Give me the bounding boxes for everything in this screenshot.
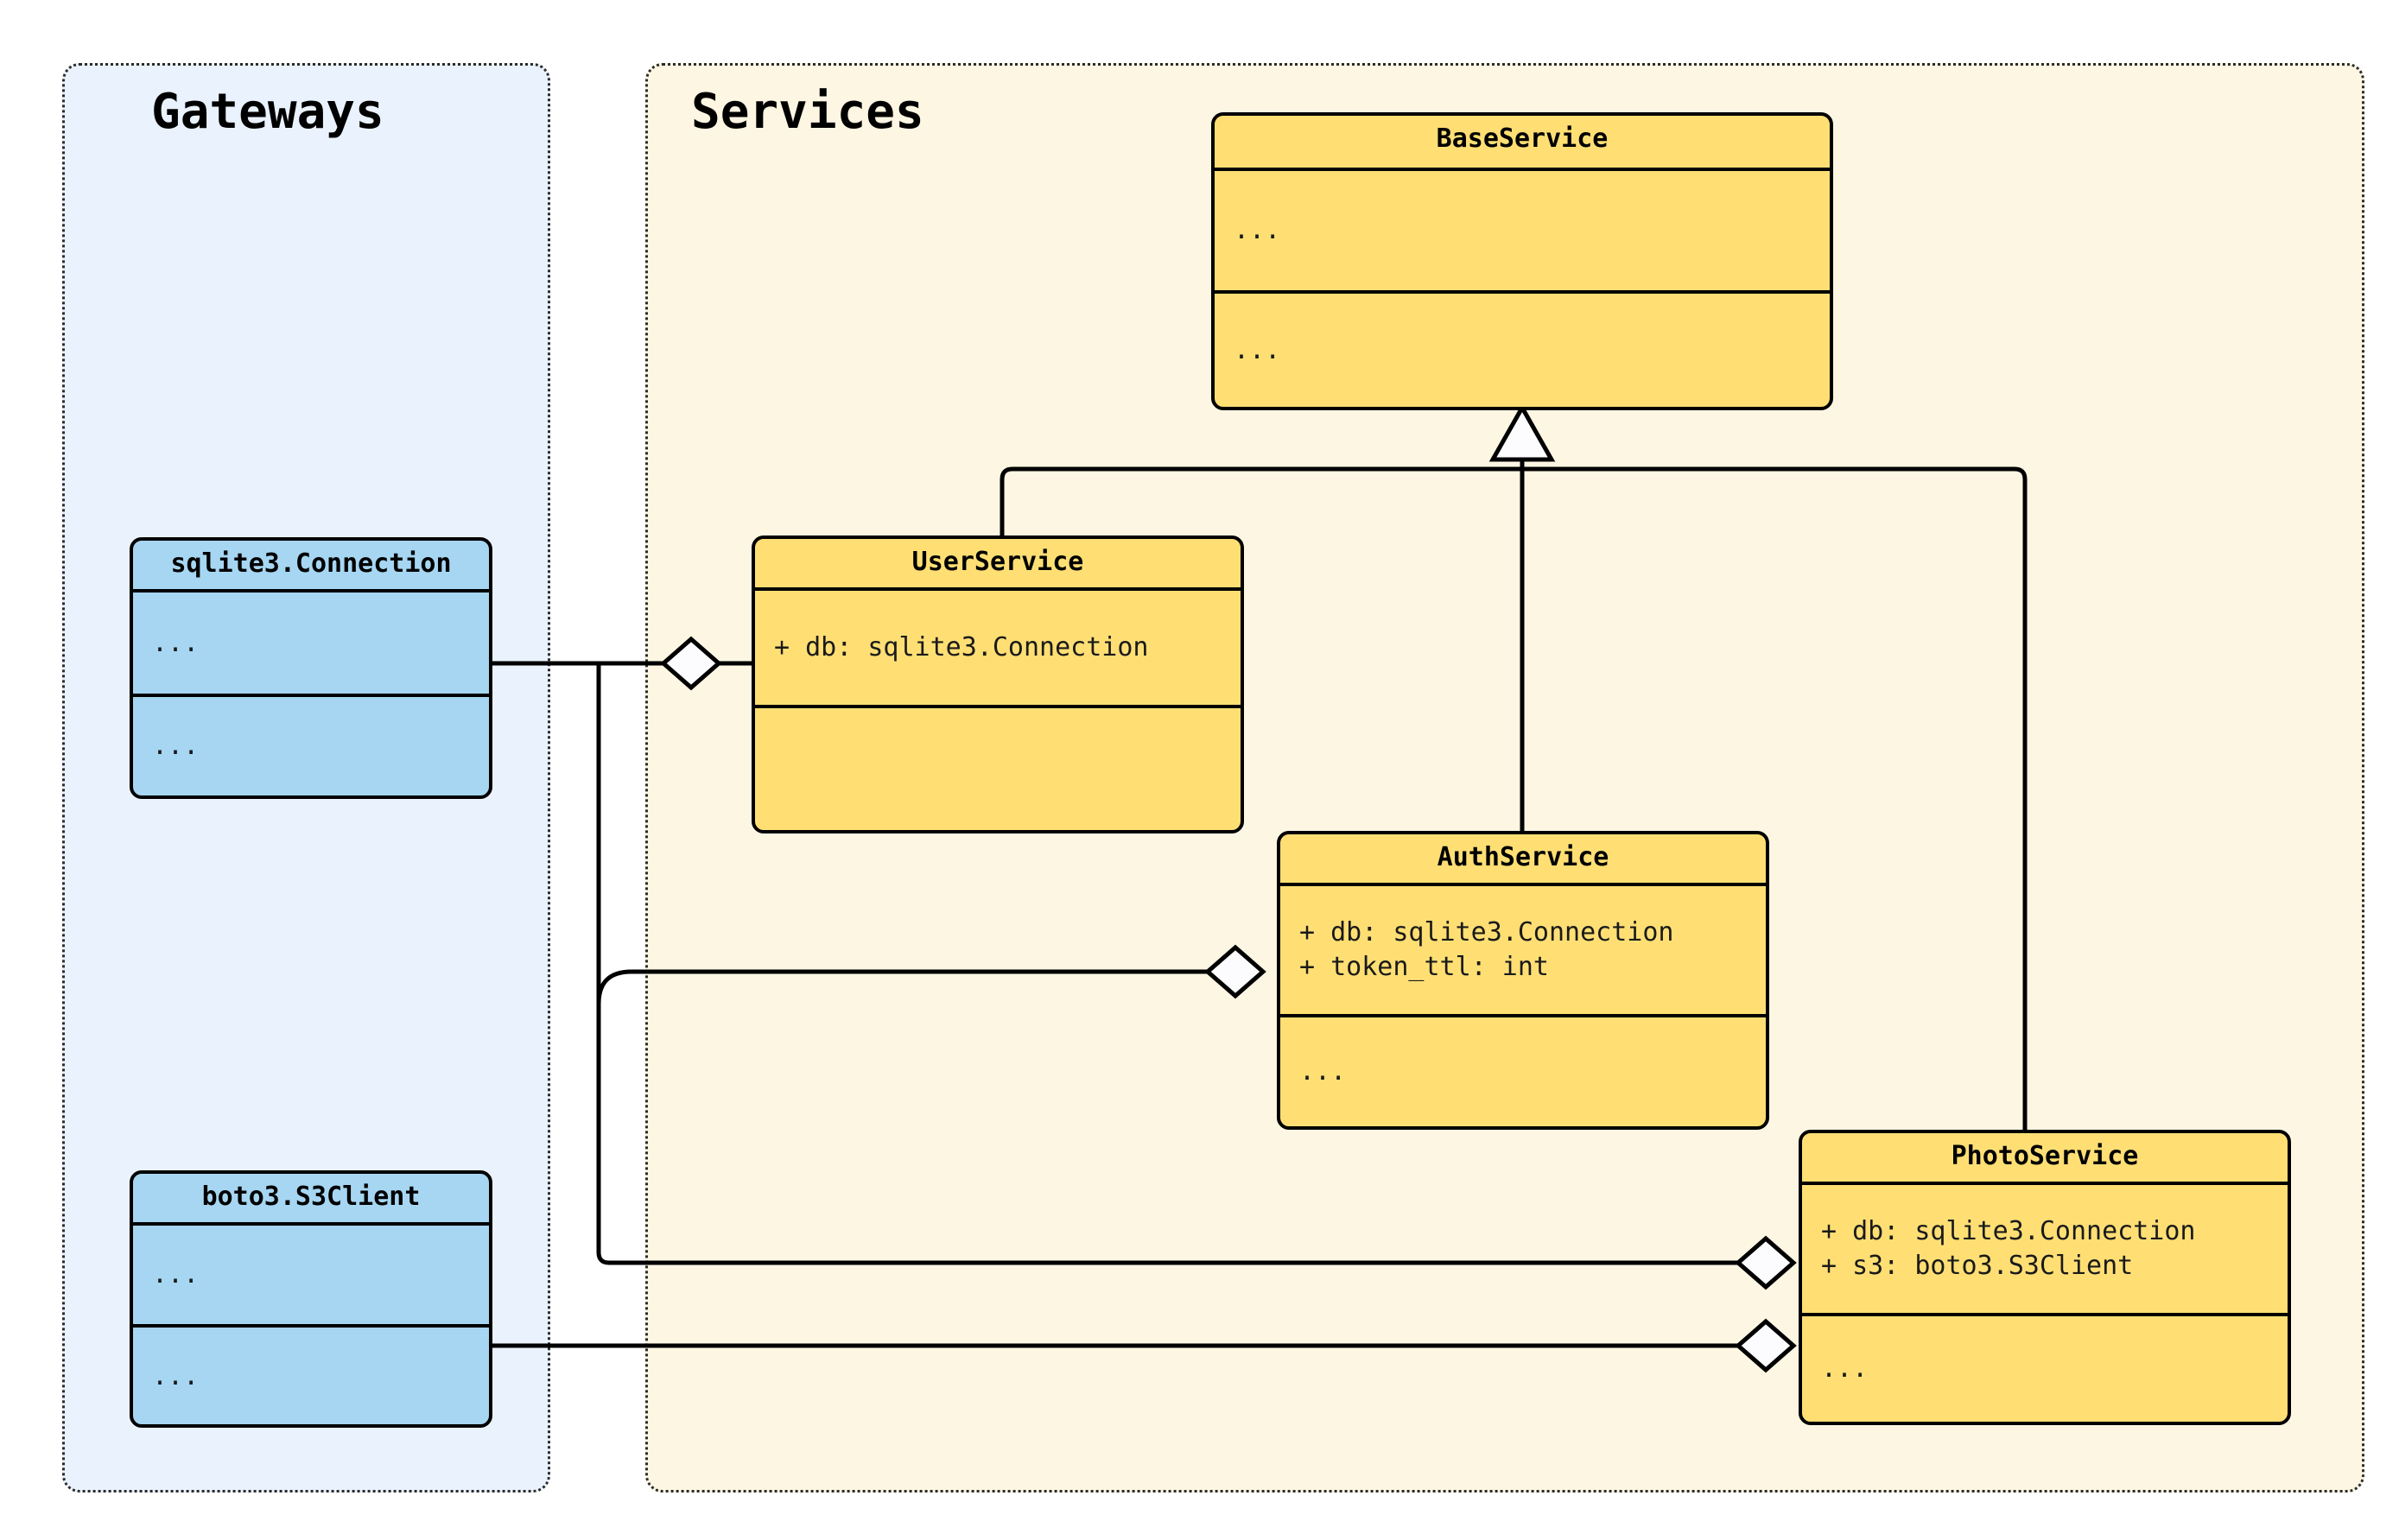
- attribute-row: + token_ttl: int: [1299, 952, 1549, 982]
- method-list: ...: [1215, 294, 1830, 407]
- method-row: ...: [1299, 1056, 1347, 1087]
- attributes-compartment: + db: sqlite3.Connection + s3: boto3.S3C…: [1802, 1182, 2288, 1313]
- method-list: [755, 708, 1241, 830]
- class-box-user-service[interactable]: UserService + db: sqlite3.Connection: [752, 536, 1244, 833]
- class-name-user-service: UserService: [911, 547, 1084, 577]
- attribute-list: + db: sqlite3.Connection + token_ttl: in…: [1280, 886, 1766, 1014]
- method-list: ...: [1280, 1017, 1766, 1126]
- method-list: ...: [133, 697, 489, 795]
- attribute-row: + db: sqlite3.Connection: [774, 632, 1149, 663]
- class-box-auth-service[interactable]: AuthService + db: sqlite3.Connection + t…: [1277, 831, 1769, 1130]
- cluster-services-title: Services: [691, 84, 924, 140]
- class-name-auth-service: AuthService: [1437, 842, 1609, 872]
- attribute-row: ...: [1234, 215, 1281, 246]
- attributes-compartment: ...: [133, 1222, 489, 1324]
- attribute-row: ...: [152, 1259, 200, 1290]
- attribute-list: ...: [133, 593, 489, 694]
- attribute-list: ...: [133, 1226, 489, 1324]
- class-name-photo-service: PhotoService: [1951, 1141, 2139, 1171]
- method-row: ...: [1821, 1353, 1869, 1385]
- class-name-compartment: PhotoService: [1802, 1133, 2288, 1182]
- method-row: ...: [1234, 334, 1281, 365]
- attributes-compartment: + db: sqlite3.Connection + token_ttl: in…: [1280, 883, 1766, 1014]
- attribute-row: + s3: boto3.S3Client: [1821, 1251, 2134, 1281]
- methods-compartment: [755, 705, 1241, 830]
- class-name-compartment: AuthService: [1280, 834, 1766, 883]
- attribute-row: + db: sqlite3.Connection: [1821, 1216, 2196, 1247]
- method-row: ...: [152, 1361, 200, 1392]
- class-name-compartment: sqlite3.Connection: [133, 541, 489, 589]
- method-list: ...: [133, 1328, 489, 1424]
- class-name-base-service: BaseService: [1436, 124, 1609, 154]
- class-name-compartment: boto3.S3Client: [133, 1174, 489, 1222]
- class-box-s3-client[interactable]: boto3.S3Client ... ...: [130, 1170, 492, 1428]
- method-row: ...: [152, 731, 200, 762]
- attribute-list: ...: [1215, 171, 1830, 290]
- methods-compartment: ...: [133, 1324, 489, 1424]
- attributes-compartment: ...: [133, 589, 489, 694]
- class-name-compartment: BaseService: [1215, 116, 1830, 168]
- class-box-sqlite-connection[interactable]: sqlite3.Connection ... ...: [130, 537, 492, 799]
- methods-compartment: ...: [133, 694, 489, 795]
- attributes-compartment: ...: [1215, 168, 1830, 290]
- methods-compartment: ...: [1280, 1014, 1766, 1126]
- attribute-row: + db: sqlite3.Connection: [1299, 917, 1674, 948]
- methods-compartment: ...: [1802, 1313, 2288, 1422]
- attribute-list: + db: sqlite3.Connection + s3: boto3.S3C…: [1802, 1185, 2288, 1313]
- attributes-compartment: + db: sqlite3.Connection: [755, 587, 1241, 705]
- class-name-compartment: UserService: [755, 539, 1241, 587]
- class-box-base-service[interactable]: BaseService ... ...: [1211, 112, 1833, 410]
- class-name-sqlite-connection: sqlite3.Connection: [170, 548, 452, 579]
- class-box-photo-service[interactable]: PhotoService + db: sqlite3.Connection + …: [1799, 1130, 2291, 1425]
- cluster-gateways-title: Gateways: [151, 84, 384, 140]
- class-name-s3-client: boto3.S3Client: [201, 1182, 421, 1212]
- attribute-row: ...: [152, 627, 200, 658]
- method-list: ...: [1802, 1316, 2288, 1422]
- attribute-list: + db: sqlite3.Connection: [755, 591, 1241, 705]
- methods-compartment: ...: [1215, 290, 1830, 407]
